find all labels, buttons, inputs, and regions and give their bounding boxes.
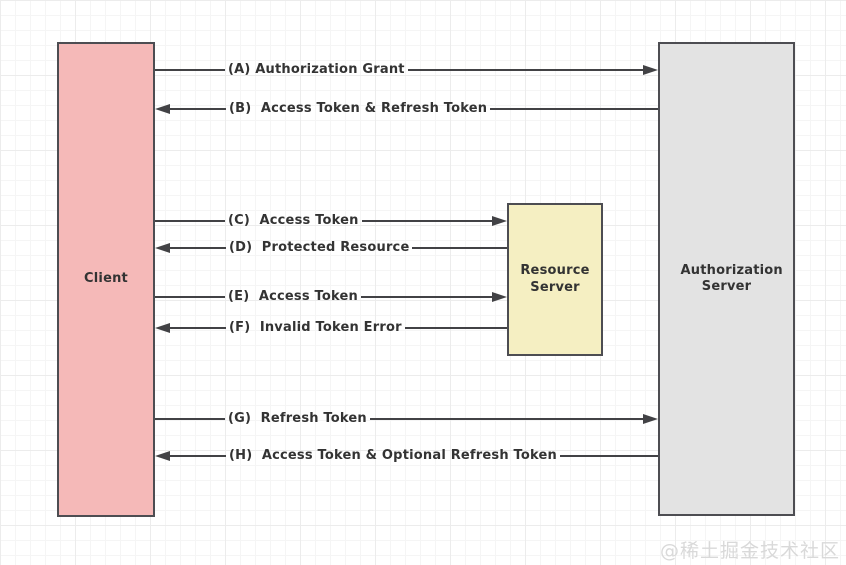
arrowhead-left-icon bbox=[155, 243, 170, 253]
arrow-f-invalid-token-error: (F) Invalid Token Error bbox=[155, 318, 507, 338]
arrow-line bbox=[369, 418, 643, 420]
arrow-a-authorization-grant: (A) Authorization Grant bbox=[155, 60, 658, 80]
arrow-d-label: (D) Protected Resource bbox=[229, 240, 410, 255]
client-box: Client bbox=[57, 42, 155, 517]
arrowhead-left-icon bbox=[155, 451, 170, 461]
arrowhead-left-icon bbox=[155, 104, 170, 114]
arrow-b-access-refresh-token: (B) Access Token & Refresh Token bbox=[155, 99, 658, 119]
client-box-label: Client bbox=[84, 271, 128, 287]
arrow-line bbox=[404, 327, 507, 329]
arrow-line bbox=[170, 108, 226, 110]
arrow-line bbox=[360, 296, 492, 298]
arrowhead-right-icon bbox=[492, 216, 507, 226]
arrow-line bbox=[490, 108, 658, 110]
arrow-f-label: (F) Invalid Token Error bbox=[229, 320, 402, 335]
arrowhead-left-icon bbox=[155, 323, 170, 333]
arrow-h-access-optional-refresh-token: (H) Access Token & Optional Refresh Toke… bbox=[155, 446, 658, 466]
arrowhead-right-icon bbox=[643, 65, 658, 75]
arrow-line bbox=[170, 455, 226, 457]
resource-server-box: Resource Server bbox=[507, 203, 603, 356]
arrow-line bbox=[361, 220, 492, 222]
authorization-server-box: Authorization Server bbox=[658, 42, 795, 516]
arrow-e-access-token: (E) Access Token bbox=[155, 287, 507, 307]
arrow-line bbox=[155, 296, 225, 298]
arrow-line bbox=[407, 69, 643, 71]
arrow-h-label: (H) Access Token & Optional Refresh Toke… bbox=[229, 448, 557, 463]
arrow-line bbox=[155, 418, 225, 420]
arrow-b-label: (B) Access Token & Refresh Token bbox=[229, 101, 488, 116]
arrow-line bbox=[155, 69, 225, 71]
watermark-juejin: @稀土掘金技术社区 bbox=[659, 540, 840, 562]
arrow-g-refresh-token: (G) Refresh Token bbox=[155, 409, 658, 429]
authorization-server-box-label: Authorization Server bbox=[680, 262, 783, 294]
arrow-c-label: (C) Access Token bbox=[228, 213, 359, 228]
arrow-a-label: (A) Authorization Grant bbox=[228, 62, 405, 77]
arrow-line bbox=[412, 247, 507, 249]
resource-server-box-label: Resource Server bbox=[520, 263, 590, 295]
arrowhead-right-icon bbox=[492, 292, 507, 302]
arrow-g-label: (G) Refresh Token bbox=[228, 411, 367, 426]
arrow-line bbox=[559, 455, 658, 457]
arrow-d-protected-resource: (D) Protected Resource bbox=[155, 238, 507, 258]
arrow-line bbox=[170, 327, 226, 329]
arrow-c-access-token: (C) Access Token bbox=[155, 211, 507, 231]
arrowhead-right-icon bbox=[643, 414, 658, 424]
arrow-line bbox=[170, 247, 226, 249]
arrow-line bbox=[155, 220, 225, 222]
arrow-e-label: (E) Access Token bbox=[228, 289, 358, 304]
